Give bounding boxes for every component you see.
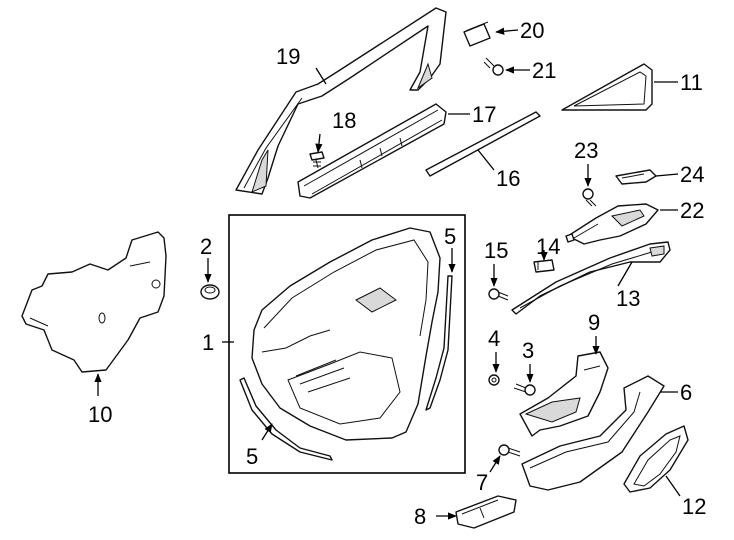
callout-18: 18 xyxy=(332,108,356,133)
leader-20 xyxy=(495,27,519,35)
leader-16 xyxy=(477,149,495,171)
screw-part-21 xyxy=(483,57,504,76)
grommet-part-2 xyxy=(200,284,220,300)
quarter-glass-part-11 xyxy=(561,63,653,111)
handle-part-22 xyxy=(565,203,659,245)
screw-part-3 xyxy=(513,383,536,396)
callout-2: 2 xyxy=(200,234,212,259)
callout-20: 20 xyxy=(520,18,544,43)
door-panel-part-1 xyxy=(251,227,441,441)
leader-12 xyxy=(665,475,681,497)
callout-5-right: 5 xyxy=(444,224,456,249)
callout-1: 1 xyxy=(202,330,214,355)
callout-4: 4 xyxy=(488,326,500,351)
callout-7: 7 xyxy=(476,470,488,495)
callout-16: 16 xyxy=(496,166,520,191)
leader-5-lower xyxy=(261,423,273,441)
panel-part-10 xyxy=(21,231,167,373)
callout-8: 8 xyxy=(414,504,426,529)
trim-strip-part-13 xyxy=(511,241,671,315)
callout-3: 3 xyxy=(522,338,534,363)
callout-12: 12 xyxy=(682,494,706,519)
callout-13: 13 xyxy=(616,286,640,311)
clip-part-18 xyxy=(309,151,325,169)
leader-24 xyxy=(655,173,679,177)
callout-6: 6 xyxy=(680,380,692,405)
washer-part-4 xyxy=(488,374,500,386)
callout-23: 23 xyxy=(574,138,598,163)
leader-19 xyxy=(315,67,327,85)
bracket-part-24 xyxy=(615,169,657,185)
seal-strip-part-5-right xyxy=(425,275,453,411)
window-frame-part-19 xyxy=(235,7,447,195)
callout-labels: 19 20 21 11 17 18 16 23 24 22 14 15 13 2… xyxy=(88,18,706,529)
callout-9: 9 xyxy=(588,310,600,335)
clip-part-14 xyxy=(533,259,555,273)
callout-21: 21 xyxy=(532,58,556,83)
callout-5-lower: 5 xyxy=(246,444,258,469)
leader-13 xyxy=(617,261,633,287)
callout-10: 10 xyxy=(88,402,112,427)
door-assembly-box xyxy=(228,214,466,474)
callout-15: 15 xyxy=(484,238,508,263)
callout-19: 19 xyxy=(276,44,300,69)
callout-22: 22 xyxy=(680,198,704,223)
callout-17: 17 xyxy=(472,102,496,127)
screw-part-7 xyxy=(498,444,521,457)
armrest-pad-part-6 xyxy=(521,375,665,491)
callout-14: 14 xyxy=(536,234,560,259)
armrest-bracket-part-9 xyxy=(519,351,609,437)
callout-11: 11 xyxy=(680,70,703,95)
switch-panel-part-8 xyxy=(455,495,517,529)
screw-part-23 xyxy=(582,188,597,207)
callout-24: 24 xyxy=(680,162,704,187)
leader-lines xyxy=(94,27,681,520)
leader-7 xyxy=(489,455,501,473)
molding-part-16 xyxy=(425,111,541,177)
trim-insert-part-12 xyxy=(623,425,689,493)
block-part-20 xyxy=(463,21,491,47)
leader-18 xyxy=(315,133,323,153)
window-strip-part-17 xyxy=(297,103,447,199)
screw-part-15 xyxy=(488,288,509,301)
